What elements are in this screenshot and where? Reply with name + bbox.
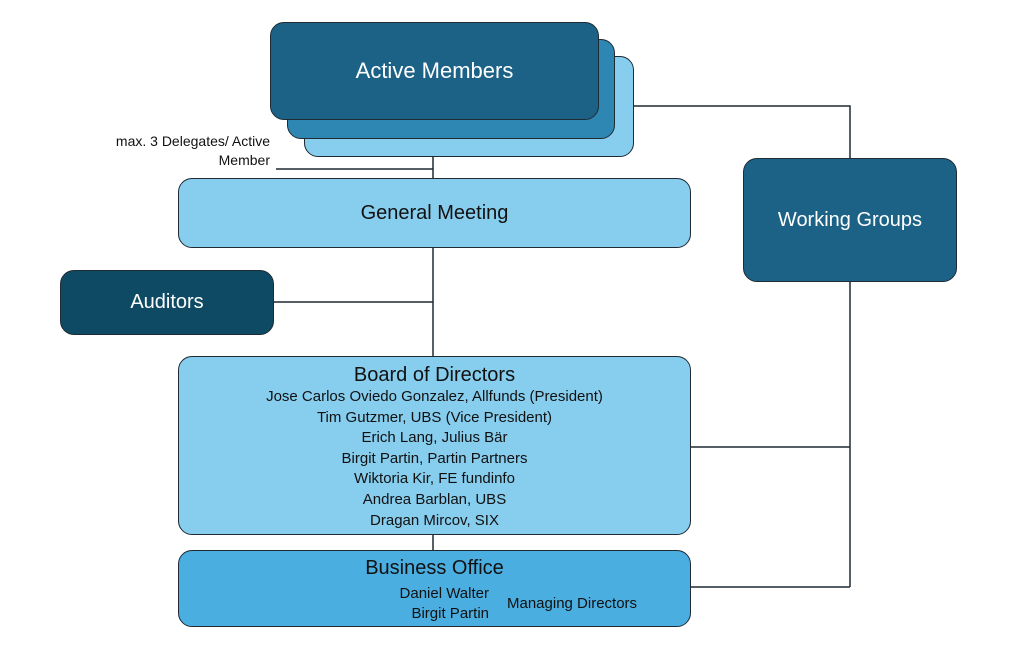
board-of-directors-box: Board of Directors Jose Carlos Oviedo Go…	[178, 356, 691, 535]
active-members-label: Active Members	[355, 58, 514, 83]
board-member: Andrea Barblan, UBS	[362, 490, 507, 508]
business-office-box: Business Office Daniel Walter Birgit Par…	[178, 550, 691, 627]
board-member: Tim Gutzmer, UBS (Vice President)	[316, 408, 553, 426]
working-groups-label: Working Groups	[777, 208, 923, 231]
delegates-note: max. 3 Delegates/ Active Member	[60, 132, 270, 170]
general-meeting-box: General Meeting	[178, 178, 691, 248]
active-members-box: Active Members	[270, 22, 599, 120]
board-member: Dragan Mircov, SIX	[370, 511, 499, 529]
auditors-label: Auditors	[130, 291, 204, 313]
business-office-title: Business Office	[365, 557, 504, 579]
board-member: Erich Lang, Julius Bär	[361, 429, 508, 447]
general-meeting-label: General Meeting	[360, 201, 509, 224]
director-name: Daniel Walter	[399, 585, 489, 602]
board-member: Birgit Partin, Partin Partners	[341, 449, 528, 467]
director-name: Birgit Partin	[411, 605, 489, 622]
working-groups-box: Working Groups	[743, 158, 957, 282]
managing-directors-role: Managing Directors	[507, 595, 638, 612]
board-member: Wiktoria Kir, FE fundinfo	[354, 470, 515, 488]
delegates-note-line-2: Member	[218, 152, 270, 168]
auditors-box: Auditors	[60, 270, 274, 335]
board-member: Jose Carlos Oviedo Gonzalez, Allfunds (P…	[266, 388, 603, 405]
managing-directors-names: Daniel Walter Birgit Partin	[379, 584, 489, 624]
delegates-note-line-1: max. 3 Delegates/ Active	[115, 133, 270, 149]
board-title: Board of Directors	[353, 364, 516, 386]
